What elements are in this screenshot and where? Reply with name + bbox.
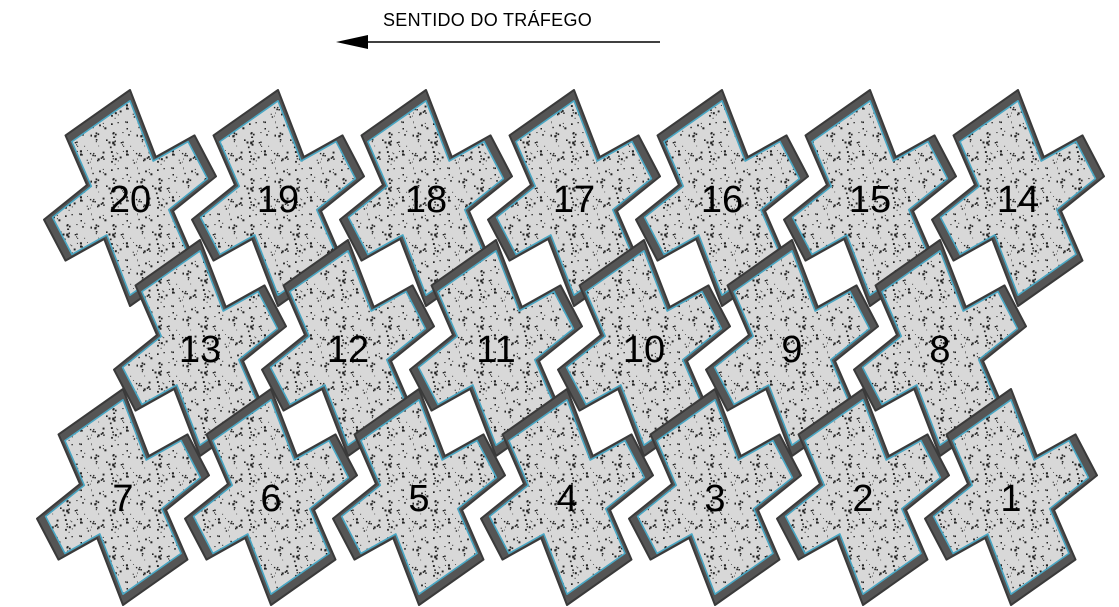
- paver-surface: [340, 398, 498, 596]
- paver-block-6: [184, 388, 358, 606]
- paver-number-10: 10: [623, 329, 665, 371]
- paver-surface: [932, 398, 1090, 596]
- paver-surface: [784, 398, 942, 596]
- paver-number-12: 12: [327, 329, 369, 371]
- paver-number-2: 2: [852, 478, 873, 520]
- traffic-label: SENTIDO DO TRÁFEGO: [383, 10, 592, 30]
- paver-block-18: [339, 89, 513, 307]
- paver-number-11: 11: [476, 329, 515, 371]
- paver-block-8: [853, 239, 1027, 457]
- paver-number-17: 17: [553, 179, 595, 221]
- paver-block-13: [113, 239, 287, 457]
- paver-block-11: [409, 239, 583, 457]
- paver-block-2: [776, 388, 950, 606]
- traffic-direction: SENTIDO DO TRÁFEGO: [336, 10, 660, 49]
- paver-surface: [939, 100, 1097, 297]
- paver-surface: [51, 100, 209, 297]
- paver-number-19: 19: [257, 179, 299, 221]
- paver-labels: 20 19 18 17 16 15 14 13 12 11 10 9 8 7 6 5 4 3 2 1: [109, 179, 1039, 520]
- paver-number-9: 9: [781, 329, 802, 371]
- paver-surface: [713, 250, 871, 447]
- paver-surface: [643, 100, 801, 297]
- paver-block-17: [487, 89, 661, 307]
- paver-surface: [488, 398, 646, 596]
- paver-number-8: 8: [929, 329, 950, 371]
- paver-block-7: [36, 388, 210, 606]
- paver-number-7: 7: [112, 478, 133, 520]
- paver-surface: [44, 398, 202, 596]
- paver-number-15: 15: [849, 179, 891, 221]
- paver-block-1: [924, 388, 1098, 606]
- paver-surface: [269, 250, 427, 447]
- paver-block-4: [480, 388, 654, 606]
- paver-number-20: 20: [109, 179, 151, 221]
- paver-number-13: 13: [179, 329, 221, 371]
- paver-block-10: [557, 239, 731, 457]
- paver-number-1: 1: [1000, 478, 1021, 520]
- paver-block-19: [191, 89, 365, 307]
- paver-block-20: [43, 89, 217, 307]
- paver-number-3: 3: [704, 478, 725, 520]
- paver-block-16: [635, 89, 809, 307]
- paver-surface: [495, 100, 653, 297]
- paver-number-6: 6: [260, 478, 281, 520]
- paver-number-14: 14: [997, 179, 1039, 221]
- paver-surface: [636, 398, 794, 596]
- paver-surface: [417, 250, 575, 447]
- paver-surface: [347, 100, 505, 297]
- paver-block-15: [783, 89, 957, 307]
- paver-surface: [791, 100, 949, 297]
- paver-number-4: 4: [556, 478, 577, 520]
- paver-block-5: [332, 388, 506, 606]
- paver-surface: [199, 100, 357, 297]
- paver-surface: [121, 250, 279, 447]
- paver-block-9: [705, 239, 879, 457]
- paver-blocks: [36, 89, 1105, 606]
- arrow-left-icon: [336, 35, 368, 49]
- paver-surface: [565, 250, 723, 447]
- paver-block-3: [628, 388, 802, 606]
- paver-block-12: [261, 239, 435, 457]
- paver-number-18: 18: [405, 179, 447, 221]
- paver-surface: [861, 250, 1019, 447]
- paver-number-5: 5: [408, 478, 429, 520]
- paver-surface: [192, 398, 350, 596]
- paver-number-16: 16: [701, 179, 743, 221]
- paver-block-14: [931, 89, 1105, 307]
